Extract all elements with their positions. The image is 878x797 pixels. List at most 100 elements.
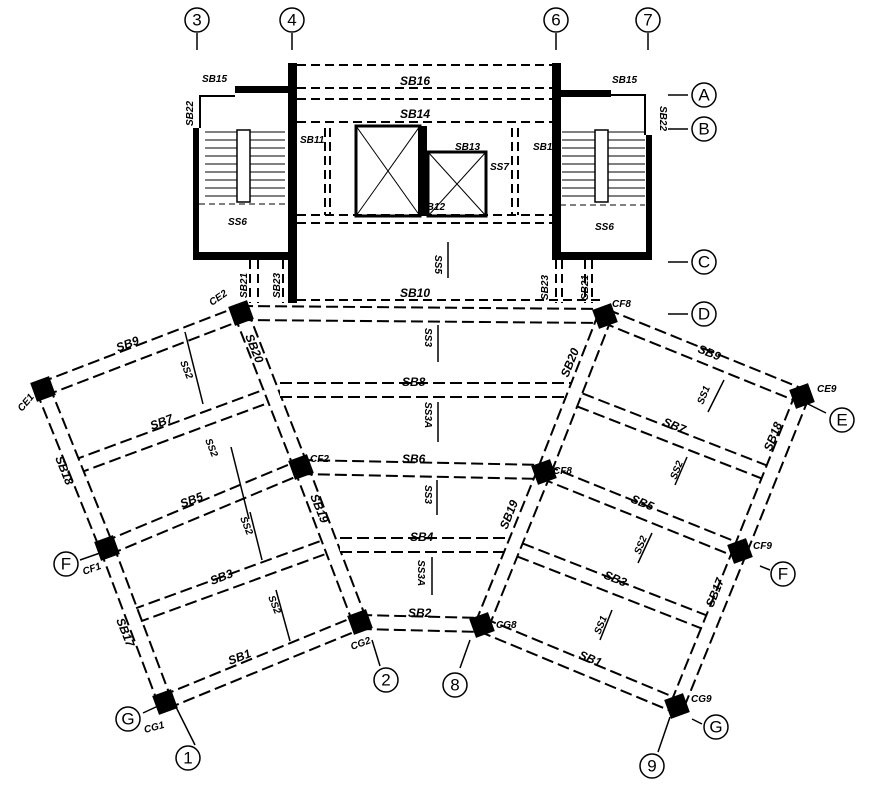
slab-label: SS3A (422, 402, 433, 428)
grid-bubble-7: 7 (635, 7, 661, 33)
grid-bubble-4: 4 (279, 7, 305, 33)
svg-text:8: 8 (450, 676, 459, 695)
beam (132, 539, 333, 622)
column (727, 538, 753, 564)
svg-text:D: D (698, 305, 710, 324)
column (789, 383, 815, 409)
beam-label: SB16 (400, 74, 430, 88)
beam (541, 466, 743, 557)
column (664, 693, 690, 719)
beam (517, 544, 715, 631)
beam-label: SB21 (580, 275, 591, 300)
svg-text:2: 2 (381, 671, 390, 690)
beam-label: SB4 (410, 530, 434, 544)
beams (35, 305, 810, 714)
beam-label: SB12 (420, 202, 445, 213)
column-label: CE1 (16, 392, 37, 414)
stair-wall-left-top (235, 86, 292, 93)
beam (72, 387, 278, 473)
grid-bubble-C: C (691, 249, 717, 275)
slab-label: SS3A (415, 560, 426, 586)
core (193, 63, 652, 303)
svg-text:1: 1 (183, 749, 192, 768)
beam-label: SB23 (272, 273, 283, 298)
column-label: CG8 (496, 620, 517, 631)
beam-label: SB23 (540, 275, 551, 300)
beam-label: SB14 (400, 107, 430, 121)
stair-wall-right (646, 135, 652, 260)
beam-label: SB10 (400, 286, 430, 300)
beam (101, 545, 171, 705)
column-label: CF2 (310, 454, 329, 465)
svg-text:G: G (121, 710, 134, 729)
beam (479, 619, 680, 712)
beam (538, 313, 611, 475)
grid-bubble-G-right: G (703, 714, 729, 740)
elevator-shafts (354, 124, 488, 218)
shear-wall-grid-6 (552, 63, 561, 258)
beam-label: SB22 (657, 106, 668, 131)
column (94, 535, 120, 561)
svg-text:F: F (61, 555, 71, 574)
beam-label: SB20 (242, 332, 266, 365)
grid-bubble-B: B (691, 116, 717, 142)
slab-label: SS2 (202, 437, 219, 459)
grid-lines (79, 33, 827, 753)
stair-wall-left (193, 128, 199, 258)
grid-bubble-8: 8 (442, 672, 468, 698)
beam-label: SB15 (202, 74, 227, 85)
stair-wall-right-top (556, 90, 611, 97)
middle-labels: SB8 SB6 SB4 SB2 SS3 SS3A SS3 SS3A (402, 242, 449, 620)
column-label: CE9 (817, 384, 837, 395)
beam-label: SB11 (533, 142, 558, 153)
stair-right (560, 129, 645, 206)
beam-label: SB8 (402, 375, 426, 389)
column (152, 689, 178, 715)
slab-label: SS5 (432, 255, 443, 274)
svg-text:F: F (778, 565, 788, 584)
beam (359, 616, 483, 631)
slab-label: SS6 (228, 217, 247, 228)
stair-left (199, 129, 290, 205)
beam-label: SB21 (239, 273, 250, 298)
beam-label: SB11 (300, 135, 325, 146)
svg-text:9: 9 (647, 757, 656, 776)
svg-text:G: G (709, 718, 722, 737)
column (228, 300, 254, 326)
grid-bubble-2: 2 (373, 667, 399, 693)
column-label: CF9 (753, 541, 772, 552)
grid-bubble-E: E (829, 407, 855, 433)
grid-bubble-F-right: F (770, 561, 796, 587)
grid-bubble-A: A (691, 82, 717, 108)
stair-wall-right-bottom (552, 252, 652, 260)
svg-text:A: A (698, 86, 710, 105)
slab-label: SS6 (595, 222, 614, 233)
grid-bubble-1: 1 (175, 745, 201, 771)
svg-text:4: 4 (287, 11, 296, 30)
column-label: CF8 (612, 299, 631, 310)
svg-text:3: 3 (192, 11, 201, 30)
slab-label: SS3 (422, 485, 433, 504)
column (469, 612, 495, 638)
column (592, 303, 618, 329)
beam (104, 461, 304, 554)
span-arrow (431, 242, 449, 595)
slab-label: SS2 (633, 534, 650, 556)
beam (240, 307, 606, 322)
beam (300, 461, 545, 478)
column (347, 609, 373, 635)
slab-label: SS7 (490, 162, 509, 173)
beam (295, 464, 366, 625)
slab-label: SS1 (696, 384, 713, 406)
grid-bubble-F-left: F (53, 551, 79, 577)
beam (37, 386, 113, 551)
beam (40, 307, 244, 395)
beam-label: SB15 (612, 75, 637, 86)
beam (671, 548, 746, 709)
beam (162, 616, 363, 708)
column-label: CG2 (349, 635, 372, 653)
column-label: CG1 (143, 720, 166, 736)
column-label: CE2 (207, 288, 230, 308)
grid-bubbles: 3 4 6 7 A B C D E F G F G 1 2 8 9 (53, 7, 855, 779)
svg-text:6: 6 (551, 11, 560, 30)
